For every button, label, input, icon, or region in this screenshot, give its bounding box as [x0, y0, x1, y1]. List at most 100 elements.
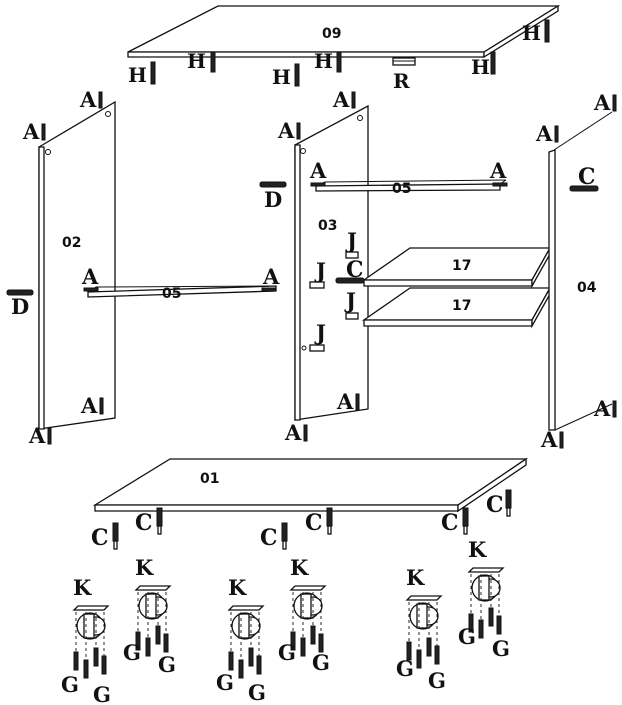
hardware-label: K: [468, 537, 487, 562]
connector-c: C: [569, 164, 599, 192]
castor-k: K: [72, 575, 110, 658]
hardware-label: A: [28, 423, 46, 448]
screw-g: [228, 647, 262, 679]
hardware-label: G: [158, 652, 176, 677]
screw-g: [406, 637, 440, 669]
connector-c: C: [335, 257, 365, 284]
hardware-label: G: [312, 650, 330, 675]
cam-lock-a: A: [28, 423, 52, 448]
castor-group: K K K: [72, 537, 505, 658]
bracket-r: R: [392, 57, 416, 93]
cam-lock-a: A: [593, 90, 617, 115]
hardware-label: D: [11, 294, 29, 319]
connector-c: C: [305, 507, 333, 536]
screw-h: H: [128, 61, 156, 87]
hardware-label: J: [314, 320, 326, 345]
cam-lock-a: A: [535, 121, 559, 146]
shelf-17-upper-label: 17: [452, 258, 471, 274]
hardware-label: H: [272, 65, 291, 89]
hardware-label: A: [277, 118, 295, 143]
connector-c-side-group: C C: [335, 164, 599, 284]
hardware-label: A: [79, 87, 97, 112]
hardware-label: R: [393, 69, 410, 93]
connector-d: D: [259, 181, 287, 212]
hardware-label: C: [135, 510, 153, 536]
castor-k: K: [134, 555, 172, 638]
cam-lock-a: A: [336, 389, 360, 414]
hardware-label: K: [228, 575, 247, 600]
panel-01-label: 01: [200, 471, 219, 487]
hardware-label: C: [305, 510, 323, 536]
hardware-label: A: [535, 121, 553, 146]
connector-c: C: [486, 489, 512, 518]
connector-c: C: [441, 507, 469, 536]
hardware-label: A: [262, 264, 280, 289]
shelf-17-lower: 17: [361, 285, 552, 329]
shelf-17-upper: 17: [361, 245, 552, 289]
connector-c: C: [260, 522, 288, 551]
panel-02: 02: [38, 100, 116, 430]
hardware-label: A: [80, 393, 98, 418]
hardware-label: A: [284, 420, 302, 445]
hardware-label: G: [458, 624, 476, 649]
hardware-label: H: [314, 49, 333, 73]
connector-d-group: D D: [6, 181, 287, 319]
cam-lock-a: A: [540, 427, 564, 452]
cam-lock-a: A: [80, 393, 104, 418]
castor-k: K: [467, 537, 505, 620]
hardware-label: G: [396, 656, 414, 681]
hardware-label: K: [135, 555, 154, 580]
shelf-pin-j: J: [309, 258, 326, 289]
hardware-label: C: [441, 510, 459, 536]
cam-lock-a: A: [284, 420, 308, 445]
cam-lock-a-group: A A A A A A A A A A A A A A A A: [22, 87, 617, 452]
panel-03-label: 03: [318, 218, 337, 234]
cam-lock-a: A: [81, 264, 99, 292]
hardware-label: C: [486, 492, 504, 518]
hardware-label: G: [61, 672, 79, 697]
screw-g: [290, 625, 324, 657]
shelf-05-left-label: 05: [162, 286, 181, 302]
screw-h: H: [471, 51, 496, 79]
castor-k: K: [405, 565, 443, 648]
shelf-05-upper: 05: [315, 179, 507, 197]
hardware-label: D: [264, 187, 282, 212]
connector-c: C: [91, 522, 119, 551]
hardware-label: A: [540, 427, 558, 452]
hardware-label: G: [216, 670, 234, 695]
panel-02-label: 02: [62, 235, 81, 251]
hardware-label: C: [260, 525, 278, 551]
hardware-label: A: [22, 119, 40, 144]
shelf-pin-j: J: [344, 288, 359, 320]
shelf-pin-j: J: [309, 320, 326, 352]
connector-c: C: [135, 507, 163, 536]
cam-lock-a: A: [309, 158, 327, 187]
hardware-label: G: [93, 682, 111, 705]
panel-09-label: 09: [322, 26, 341, 42]
panel-04: 04: [548, 111, 613, 431]
shelf-05-upper-label: 05: [392, 181, 411, 197]
cam-lock-a: A: [277, 118, 301, 143]
hardware-label: A: [593, 90, 611, 115]
connector-d: D: [6, 289, 34, 319]
hardware-label: A: [81, 264, 99, 289]
shelf-pin-j-group: J J J J: [309, 228, 359, 352]
hardware-label: G: [492, 636, 510, 661]
panel-04-label: 04: [577, 280, 597, 296]
hardware-label: J: [345, 228, 357, 253]
shelf-17-lower-label: 17: [452, 298, 471, 314]
hardware-label: K: [73, 575, 92, 600]
screw-g: [73, 647, 107, 679]
hardware-label: A: [489, 158, 507, 183]
hardware-label: G: [428, 668, 446, 693]
hardware-label: G: [123, 640, 141, 665]
cam-lock-a: A: [332, 87, 356, 112]
shelf-05-left: 05: [87, 285, 277, 302]
hardware-label: C: [346, 257, 364, 283]
shelf-pin-j: J: [345, 228, 359, 259]
screw-g: [468, 607, 502, 639]
cam-lock-a: A: [22, 119, 46, 144]
cam-lock-a: A: [593, 396, 617, 421]
screw-h: H: [187, 49, 216, 73]
